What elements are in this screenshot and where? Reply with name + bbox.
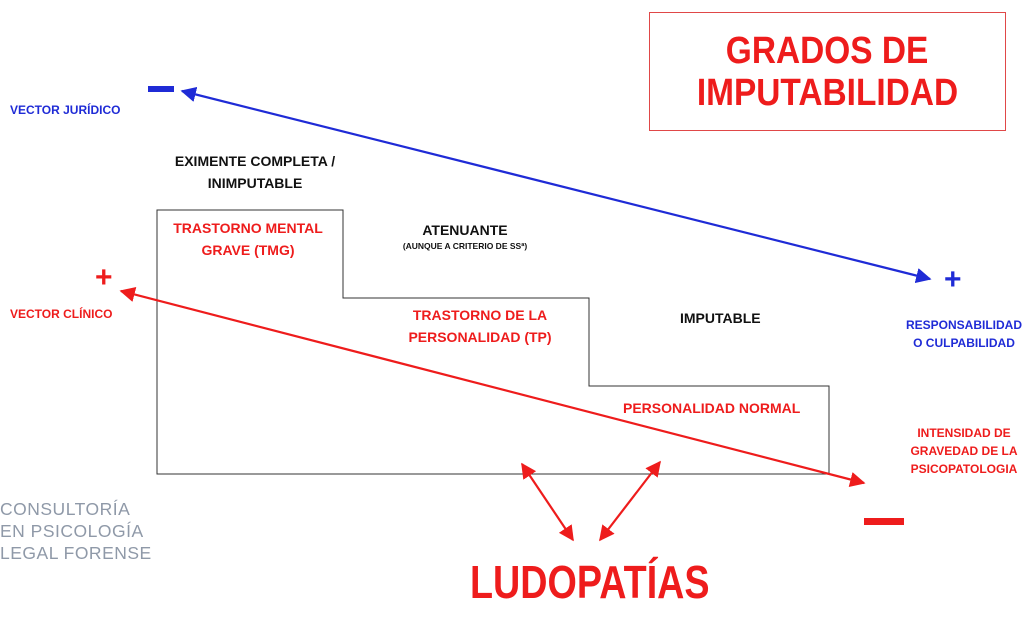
vector-juridico-arrow [180, 86, 932, 284]
logo-line-1: CONSULTORÍA [0, 499, 131, 519]
responsabilidad-line-1: RESPONSABILIDAD [905, 318, 1022, 332]
vector-juridico-label: VECTOR JURÍDICO [10, 103, 121, 117]
vector-clinico-arrow [119, 287, 866, 487]
intensidad-line-2: GRAVEDAD DE LA [910, 444, 1018, 458]
intensidad-line-3: PSICOPATOLOGIA [910, 462, 1018, 476]
eximente-label: EXIMENTE COMPLETA / INIMPUTABLE [160, 150, 350, 194]
plus-sign-clinico: + [95, 261, 113, 294]
eximente-line-2: INIMPUTABLE [207, 175, 303, 191]
personalidad-normal-label: PERSONALIDAD NORMAL [623, 400, 801, 416]
atenuante-title: ATENUANTE [422, 222, 508, 238]
plus-sign-juridico: + [944, 263, 962, 296]
imputable-label: IMPUTABLE [680, 310, 761, 326]
atenuante-label: ATENUANTE (AUNQUE A CRITERIO DE SSª) [380, 219, 550, 251]
atenuante-note: (AUNQUE A CRITERIO DE SSª) [402, 241, 528, 251]
tmg-label: TRASTORNO MENTAL GRAVE (TMG) [158, 217, 338, 261]
ludopatias-label: LUDOPATÍAS [470, 556, 710, 608]
logo-text: CONSULTORÍA EN PSICOLOGÍA LEGAL FORENSE [0, 498, 152, 564]
minus-sign-juridico [148, 86, 174, 92]
responsabilidad-line-2: O CULPABILIDAD [913, 336, 1015, 350]
tp-line-2: PERSONALIDAD (TP) [408, 329, 552, 345]
responsabilidad-label: RESPONSABILIDAD O CULPABILIDAD [896, 316, 1030, 352]
tmg-line-2: GRAVE (TMG) [201, 242, 295, 258]
title-line-2: IMPUTABILIDAD [696, 71, 959, 114]
logo-line-2: EN PSICOLOGÍA [0, 521, 144, 541]
eximente-line-1: EXIMENTE COMPLETA / [174, 153, 336, 169]
tp-line-1: TRASTORNO DE LA [412, 307, 548, 323]
tmg-line-1: TRASTORNO MENTAL [173, 220, 323, 236]
logo-line-3: LEGAL FORENSE [0, 543, 152, 563]
intensidad-label: INTENSIDAD DE GRAVEDAD DE LA PSICOPATOLO… [896, 424, 1030, 478]
title-line-1: GRADOS DE [726, 29, 929, 72]
minus-sign-clinico [864, 518, 904, 525]
intensidad-line-1: INTENSIDAD DE [917, 426, 1011, 440]
ludopatias-arrow-right [599, 460, 661, 542]
vector-clinico-label: VECTOR CLÍNICO [10, 307, 113, 321]
title-box: GRADOS DE IMPUTABILIDAD [649, 12, 1006, 131]
tp-label: TRASTORNO DE LA PERSONALIDAD (TP) [385, 304, 575, 348]
ludopatias-arrow-left [521, 462, 574, 542]
